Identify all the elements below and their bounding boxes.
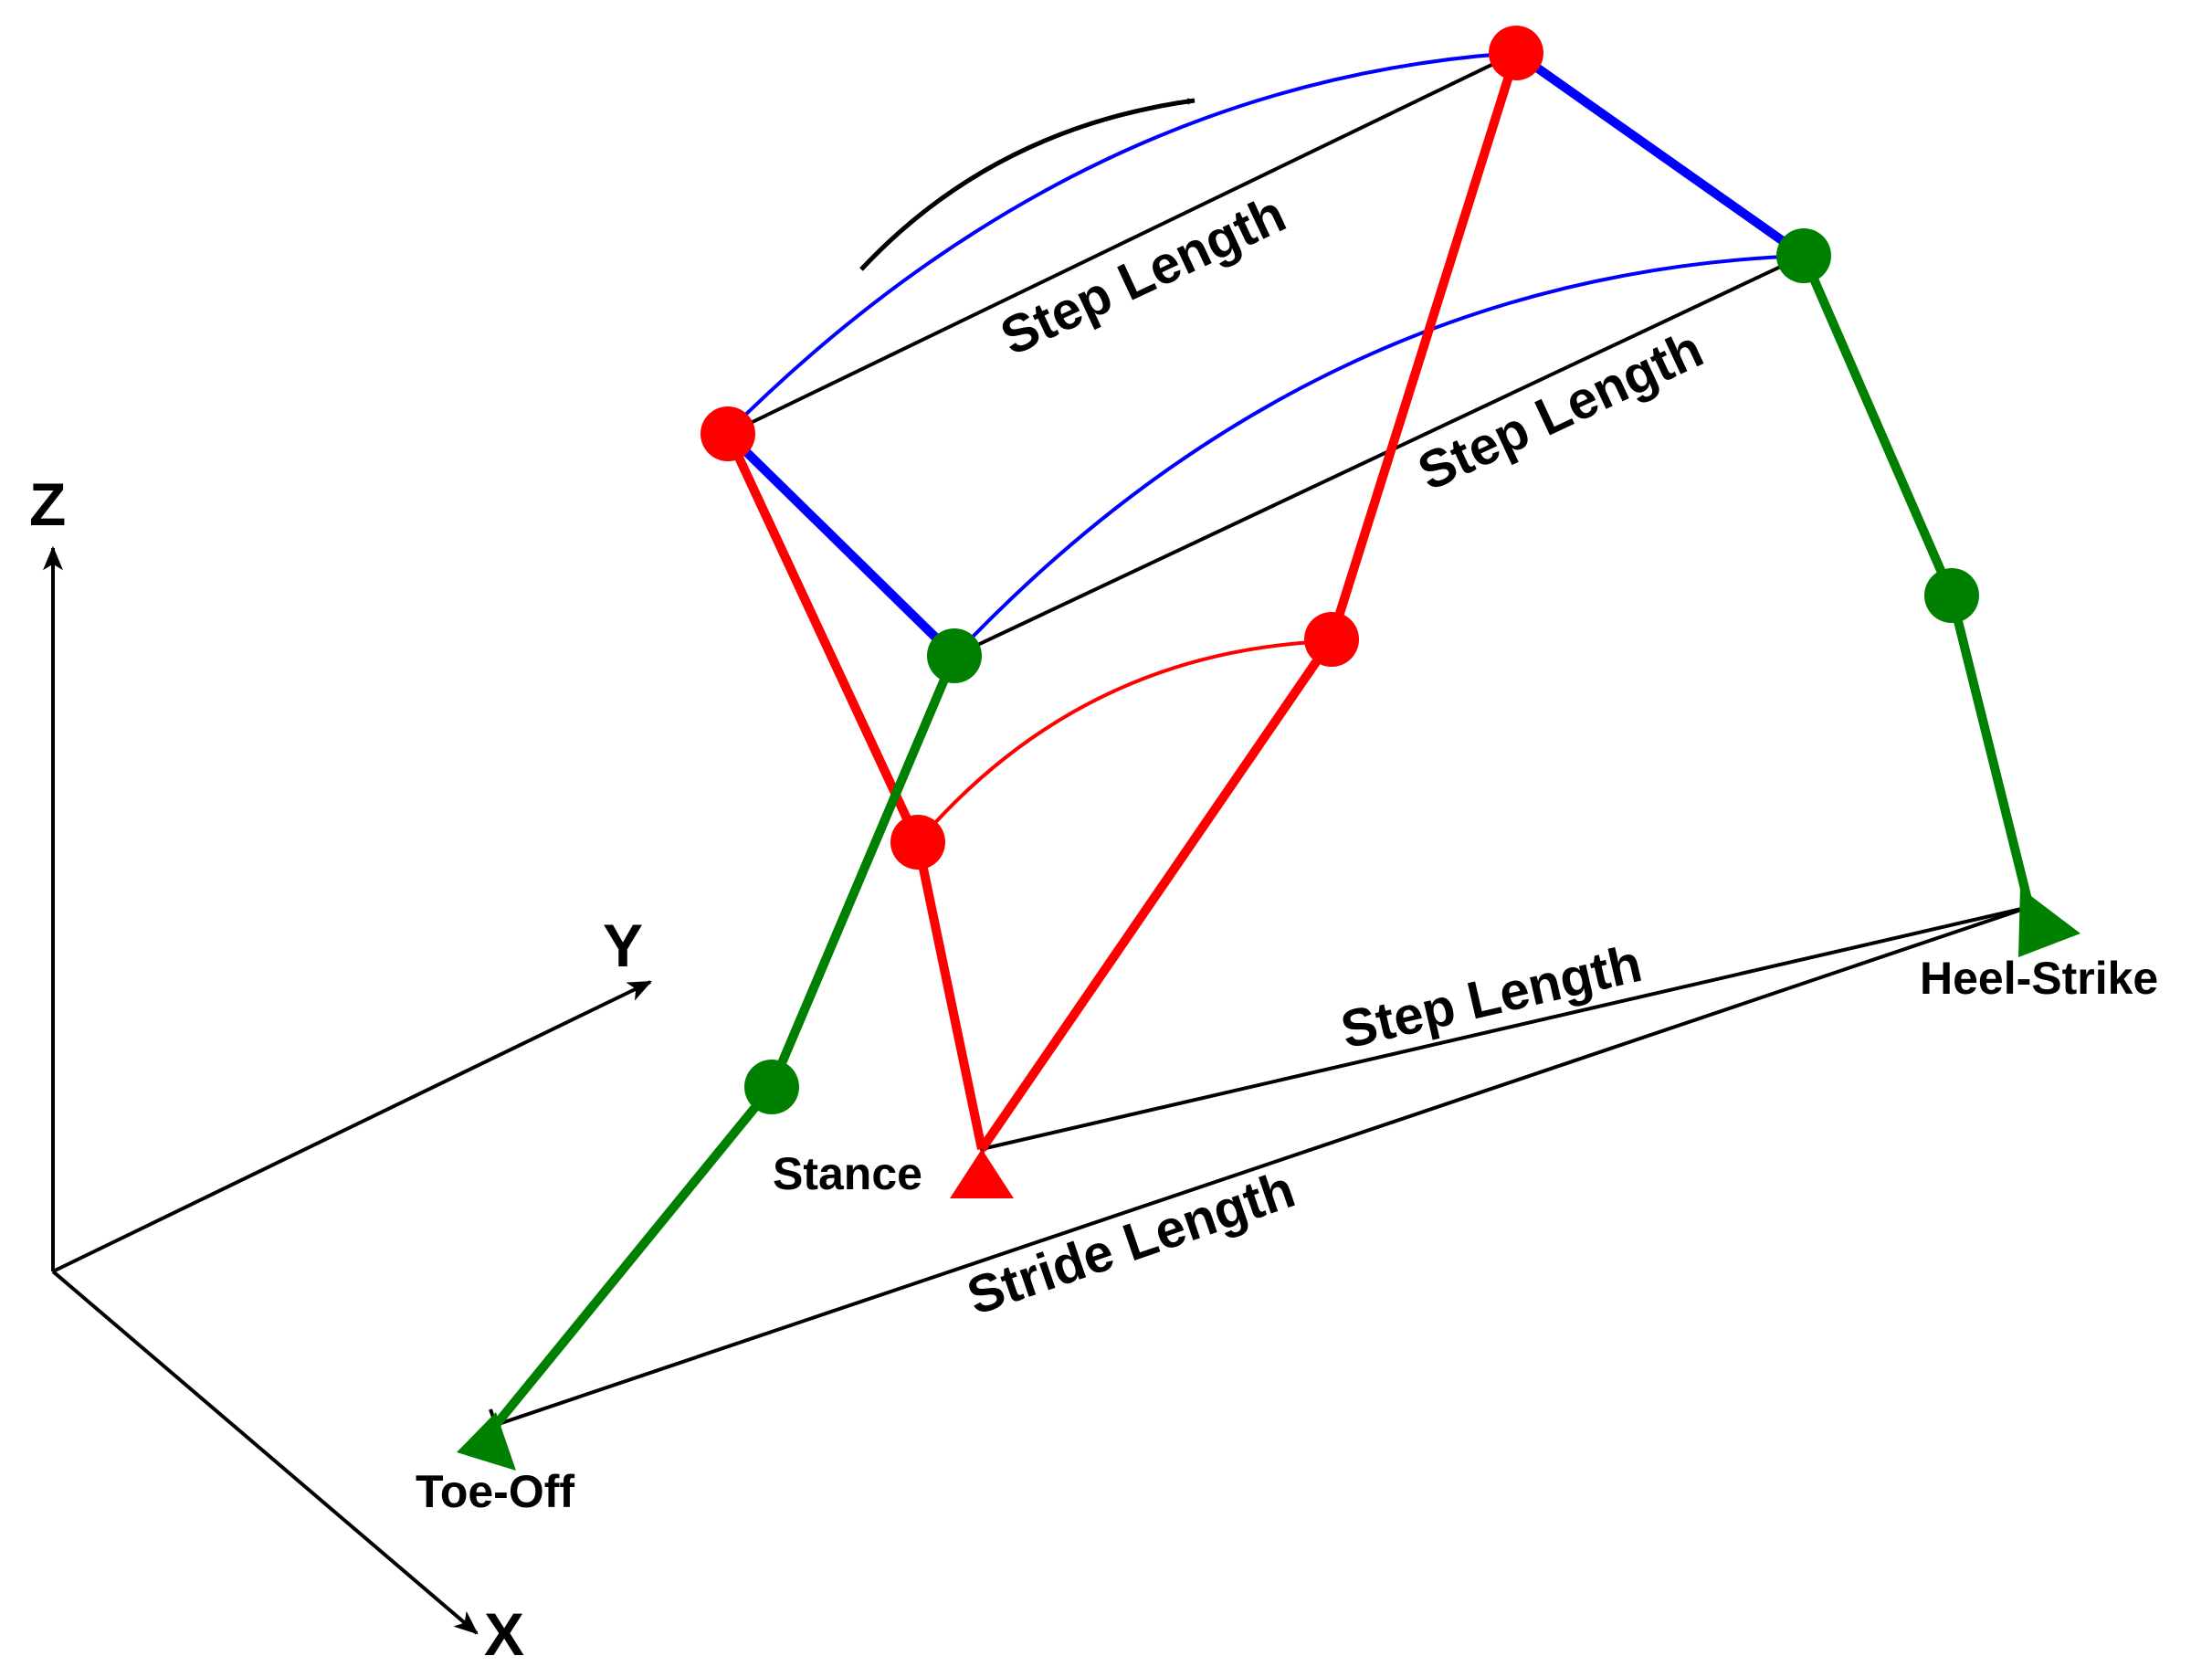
pelvis-segments [724, 48, 1806, 659]
stance-leg [700, 26, 1543, 1198]
red-knee-joint-early [890, 815, 945, 870]
heel-strike-foot-marker [2018, 888, 2080, 957]
x-axis-label: X [484, 1600, 524, 1668]
trajectories [724, 51, 1805, 844]
right-hip-trajectory [953, 254, 1805, 658]
stance-label: Stance [773, 1148, 922, 1199]
step-length-label-2: Step Length [1409, 319, 1712, 502]
event-labels: Stance Toe-Off Heel-Strike [416, 953, 2158, 1517]
stride-length-label: Stride Length [960, 1159, 1302, 1326]
knee-trajectory [916, 639, 1332, 844]
stance-foot-marker [950, 1149, 1014, 1198]
green-hip-joint-early [927, 628, 982, 683]
coordinate-axes: Z Y X [29, 470, 652, 1668]
red-hip-joint-early [700, 406, 755, 461]
motion-direction-arrow [859, 98, 1196, 271]
step-length-line-ground [981, 905, 2030, 1151]
step-length-label-3: Step Length [1335, 933, 1647, 1060]
red-shank-early [913, 840, 986, 1151]
dimension-labels: Step Length Step Length Step Length Stri… [960, 184, 1712, 1326]
pelvis-segment-early [724, 430, 958, 659]
green-shank-early [492, 1083, 775, 1429]
green-thigh-early [767, 654, 959, 1089]
y-axis [52, 980, 652, 1273]
red-shank-late [977, 637, 1336, 1152]
red-hip-joint-late [1489, 26, 1543, 80]
red-knee-joint-late [1304, 612, 1359, 667]
left-hip-trajectory [724, 51, 1517, 436]
y-axis-label: Y [603, 912, 643, 979]
pelvis-segment-late [1513, 48, 1806, 260]
stride-length-line [495, 905, 2030, 1427]
red-thigh-late [1327, 51, 1521, 641]
step-length-label-1: Step Length [992, 184, 1294, 367]
green-knee-joint-early [744, 1060, 799, 1114]
green-hip-joint-late [1776, 228, 1831, 283]
green-shank-late [1947, 594, 2034, 909]
green-knee-joint-late [1924, 568, 1979, 623]
heel-strike-label: Heel-Strike [1920, 953, 2158, 1004]
toe-off-label: Toe-Off [416, 1466, 574, 1517]
green-thigh-late [1799, 254, 1956, 597]
toe-off-foot-marker [457, 1412, 516, 1471]
red-thigh-early [723, 431, 922, 845]
x-axis [51, 1270, 479, 1635]
swing-leg [457, 228, 2080, 1471]
step-length-line-hip [727, 51, 1517, 436]
step-length-line-hip-2 [953, 254, 1805, 658]
z-axis-label: Z [29, 470, 66, 538]
